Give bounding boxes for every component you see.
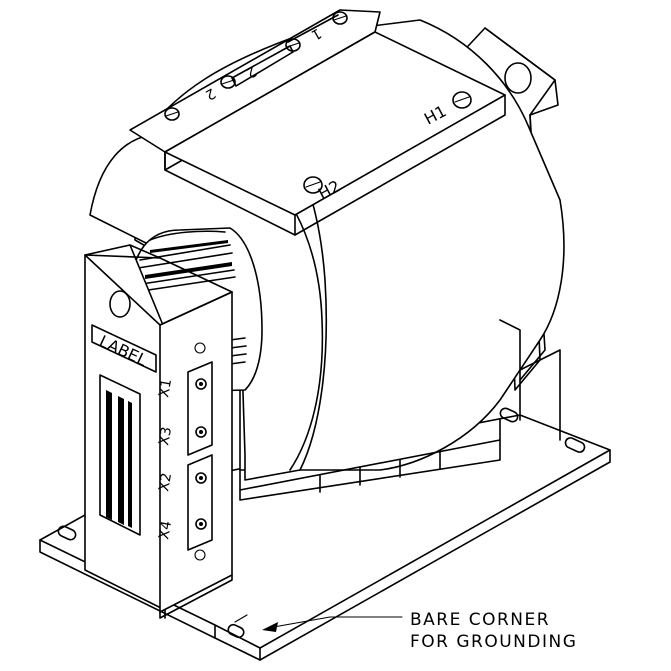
panel-vent-slot bbox=[99, 374, 141, 536]
terminal-strip-x2-x4 bbox=[187, 454, 213, 551]
h1-screw bbox=[452, 91, 472, 109]
strip-screw-4 bbox=[164, 107, 180, 121]
terminal-x1-label: X1 bbox=[156, 378, 175, 399]
grounding-callout-leader bbox=[262, 616, 403, 632]
terminal-x3-label: X3 bbox=[156, 426, 175, 447]
strip-screw-3 bbox=[220, 75, 236, 89]
h2-screw bbox=[303, 176, 323, 194]
primary-terminal-block: H1 H2 bbox=[164, 31, 506, 236]
strip-screw-2 bbox=[285, 38, 301, 52]
terminal-x4-label: X4 bbox=[156, 520, 175, 541]
callout-line-1: BARE CORNER bbox=[410, 610, 551, 630]
callout-line-2: FOR GROUNDING bbox=[410, 632, 578, 652]
secondary-panel: LABEL bbox=[84, 244, 233, 619]
panel-mount-hole bbox=[109, 290, 131, 318]
strip-screw-1 bbox=[332, 11, 348, 25]
terminal-x2-label: X2 bbox=[156, 472, 175, 493]
terminal-strip-x1-x3 bbox=[187, 361, 213, 456]
grounding-callout: BARE CORNER FOR GROUNDING bbox=[410, 609, 577, 653]
